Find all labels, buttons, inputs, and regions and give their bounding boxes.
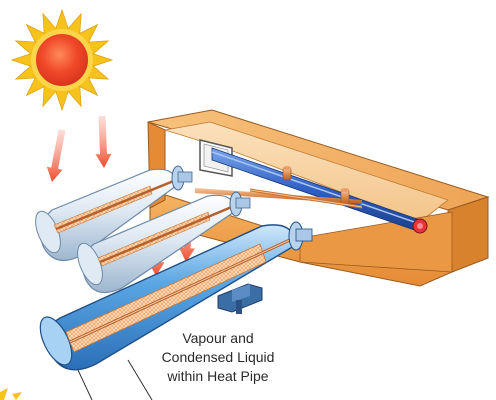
evacuated-tube-2: [77, 191, 251, 294]
heat-pipe-callout: Vapour and Condensed Liquid within Heat …: [162, 330, 275, 384]
callout-line-2: Condensed Liquid: [162, 349, 275, 365]
sun-icon: [10, 8, 114, 112]
evacuated-tube-3: [39, 221, 313, 400]
evacuated-tube-1: [35, 165, 193, 262]
callout-line-3: within Heat Pipe: [166, 368, 268, 384]
mounting-bracket: [217, 283, 263, 314]
sun-icon-partial: [0, 388, 22, 400]
callout-leader-1: [77, 369, 93, 400]
header-pipe: [211, 147, 428, 234]
sun-core: [36, 34, 88, 86]
callout-leader-2: [127, 359, 153, 400]
callout-line-1: Vapour and: [182, 330, 253, 346]
radiation-arrow-icon: [46, 129, 66, 182]
radiation-arrow-icon: [95, 115, 112, 168]
